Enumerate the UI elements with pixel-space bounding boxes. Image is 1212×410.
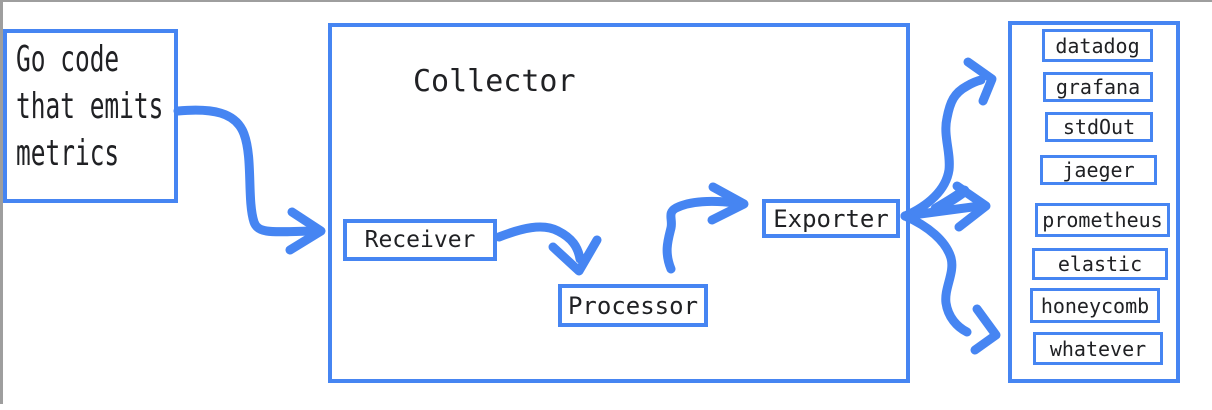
source-note-box[interactable]: Go code that emits metrics xyxy=(3,29,178,203)
destination-label: honeycomb xyxy=(1040,293,1150,318)
canvas-top-edge xyxy=(0,0,1212,2)
exporter-label: Exporter xyxy=(773,204,889,233)
exporter-box[interactable]: Exporter xyxy=(762,199,900,238)
source-note-line: Go code xyxy=(16,39,120,80)
destination-label: elastic xyxy=(1057,252,1143,276)
source-note-line: that emits xyxy=(16,86,164,127)
destination-prometheus[interactable]: prometheus xyxy=(1035,203,1170,237)
destination-label: whatever xyxy=(1049,336,1147,361)
destination-label: jaeger xyxy=(1062,158,1135,182)
destination-datadog[interactable]: datadog xyxy=(1042,29,1153,62)
arrow-exporter-fanout-bottom[interactable] xyxy=(900,211,1001,355)
canvas-left-edge xyxy=(0,0,3,404)
source-note-line: metrics xyxy=(16,133,120,174)
processor-box[interactable]: Processor xyxy=(558,284,708,327)
destination-stdout[interactable]: stdOut xyxy=(1045,112,1153,142)
processor-label: Processor xyxy=(567,291,699,320)
destination-jaeger[interactable]: jaeger xyxy=(1040,155,1157,185)
destination-grafana[interactable]: grafana xyxy=(1043,72,1153,102)
destination-label: stdOut xyxy=(1062,115,1136,139)
arrow-exporter-fanout-middle[interactable] xyxy=(900,181,991,232)
destination-label: prometheus xyxy=(1042,208,1163,232)
receiver-label: Receiver xyxy=(364,227,476,253)
collector-title: Collector xyxy=(413,64,576,99)
destination-elastic[interactable]: elastic xyxy=(1032,248,1168,280)
collector-box[interactable] xyxy=(328,23,910,383)
arrow-exporter-fanout-top[interactable] xyxy=(900,57,997,221)
arrow-source-to-receiver[interactable] xyxy=(173,105,326,255)
destinations-box[interactable]: datadog grafana stdOut jaeger prometheus… xyxy=(1008,21,1180,383)
arrow-receiver-to-processor[interactable] xyxy=(494,222,602,276)
destination-label: datadog xyxy=(1055,33,1140,58)
arrow-processor-to-exporter[interactable] xyxy=(662,182,749,274)
destination-whatever[interactable]: whatever xyxy=(1033,332,1163,365)
destination-honeycomb[interactable]: honeycomb xyxy=(1030,288,1160,323)
receiver-box[interactable]: Receiver xyxy=(343,219,497,261)
destination-label: grafana xyxy=(1055,75,1141,99)
